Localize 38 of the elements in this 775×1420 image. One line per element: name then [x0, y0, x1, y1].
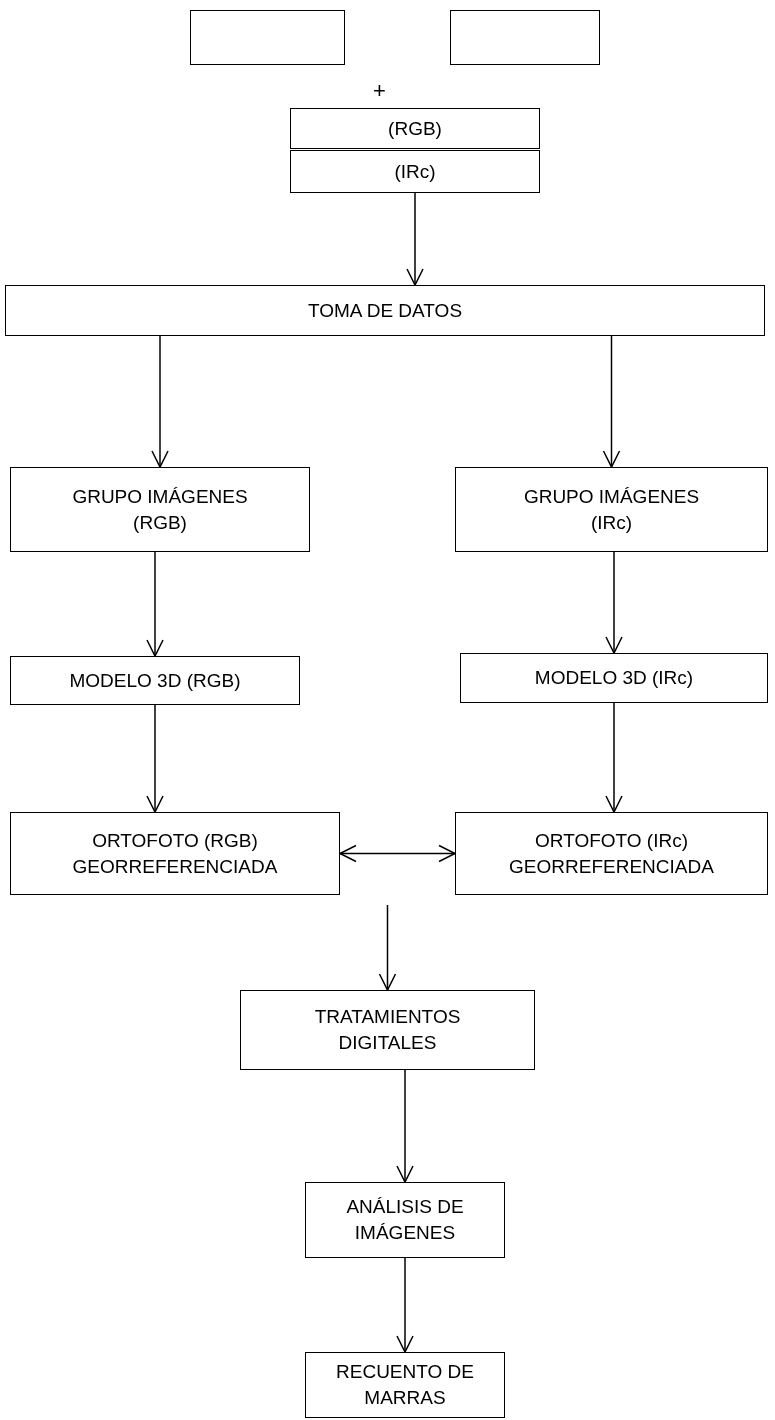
- process-box: [10, 656, 300, 705]
- arrow: [605, 551, 623, 654]
- process-box: [290, 108, 540, 149]
- process-box: [455, 467, 768, 552]
- process-box: [5, 285, 765, 336]
- node-text: GRUPO IMÁGENES (IRc): [522, 484, 701, 535]
- node-text: ANÁLISIS DE IMÁGENES: [345, 1195, 465, 1245]
- arrow: [146, 551, 164, 657]
- process-box: [305, 1352, 505, 1418]
- process-box: [240, 990, 535, 1070]
- arrow: [602, 335, 621, 468]
- process-box: [460, 653, 768, 703]
- arrow: [378, 904, 397, 991]
- arrow: [396, 1069, 414, 1183]
- plus-sign: +: [373, 78, 386, 104]
- process-box: [290, 150, 540, 193]
- node-text: GRUPO IMÁGENES (RGB): [71, 484, 249, 535]
- arrow: [146, 704, 164, 813]
- arrow: [339, 844, 456, 863]
- arrow: [406, 192, 424, 286]
- arrow: [151, 335, 169, 468]
- empty-box: [190, 10, 345, 65]
- node-text: (RGB): [387, 116, 443, 141]
- arrow: [396, 1257, 414, 1353]
- node-text: MODELO 3D (RGB): [68, 668, 242, 693]
- node-text: (IRc): [393, 159, 437, 184]
- process-box: [10, 467, 310, 552]
- arrow: [605, 702, 623, 813]
- process-box: [10, 812, 340, 895]
- node-text: TOMA DE DATOS: [306, 298, 464, 323]
- process-box: [305, 1182, 505, 1258]
- node-text: MODELO 3D (IRc): [533, 666, 695, 691]
- node-text: ORTOFOTO (RGB) GEORREFERENCIADA: [71, 828, 279, 879]
- node-text: RECUENTO DE MARRAS: [335, 1360, 475, 1410]
- node-text: TRATAMIENTOS DIGITALES: [313, 1005, 462, 1055]
- empty-box: [450, 10, 600, 65]
- process-box: [455, 812, 768, 895]
- node-text: ORTOFOTO (IRc) GEORREFERENCIADA: [508, 828, 715, 879]
